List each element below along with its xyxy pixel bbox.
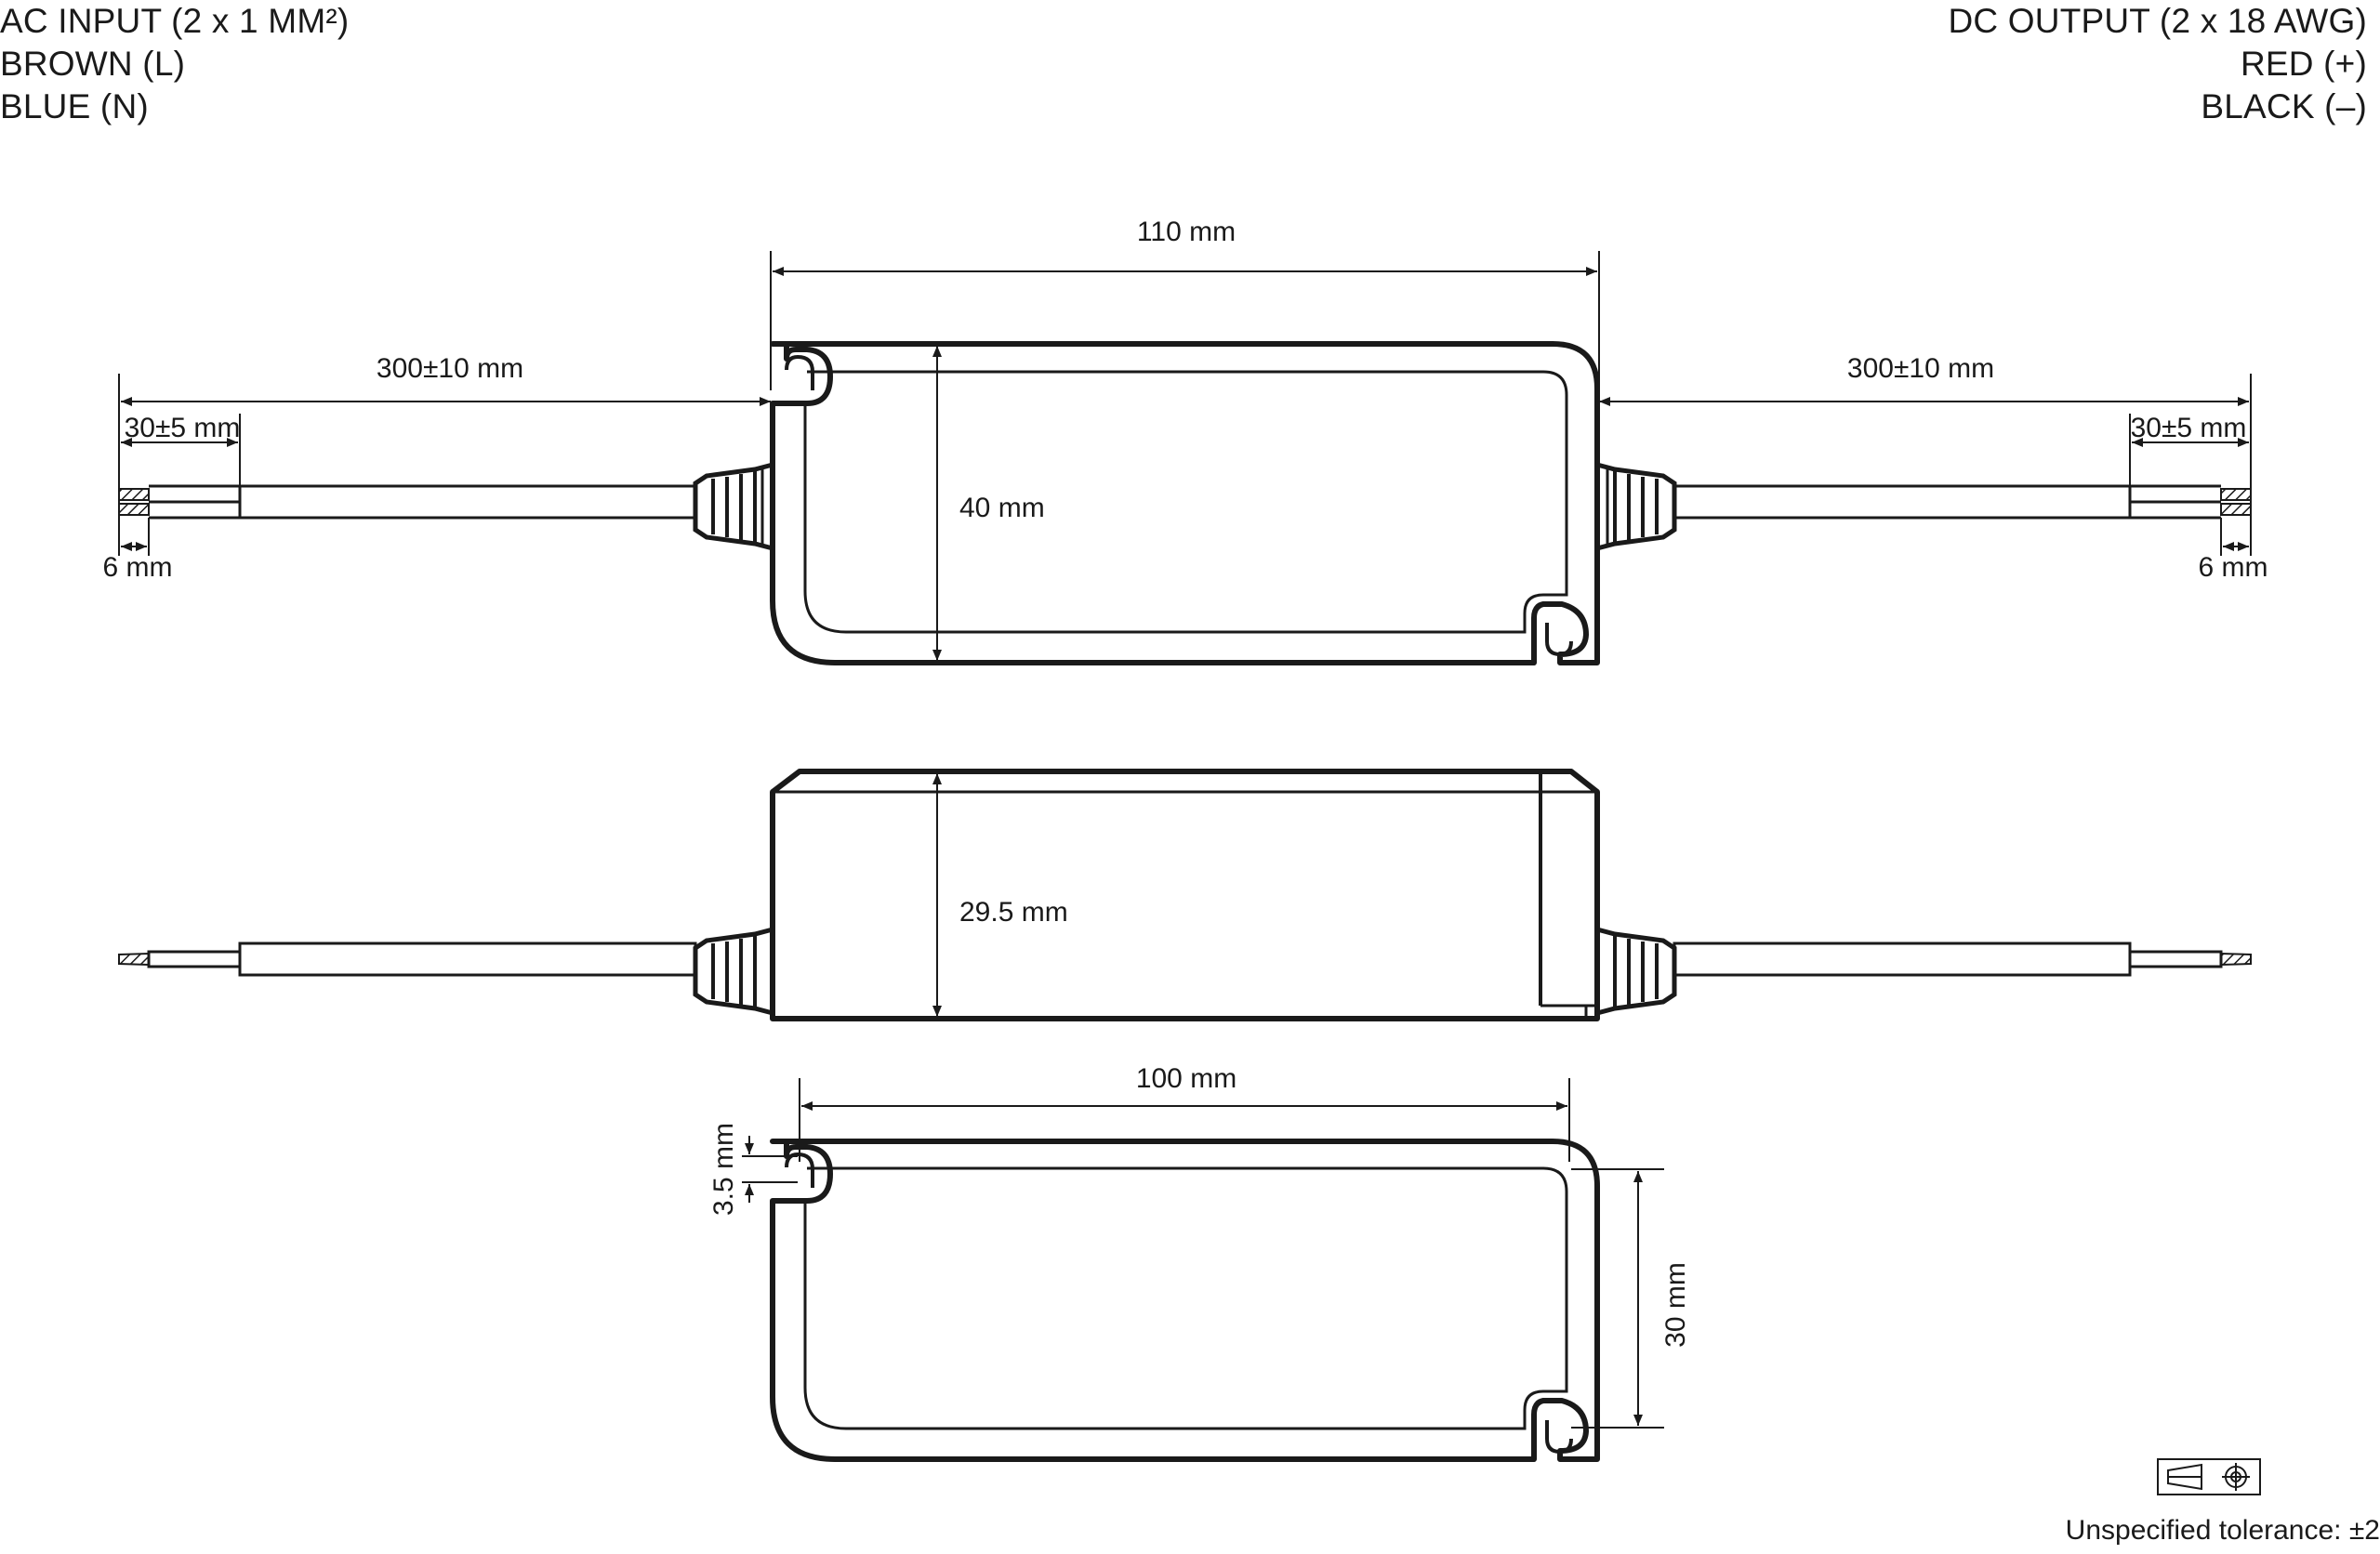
- bottom-mount-slot-left: [785, 1152, 814, 1188]
- dc-output-black: BLACK (–): [2201, 87, 2367, 125]
- label-cable-left: 300±10 mm: [377, 353, 523, 384]
- top-view-outline: [773, 344, 1599, 663]
- label-tip-left: 6 mm: [103, 552, 173, 583]
- bottom-view-dimensions: [742, 1078, 1664, 1429]
- dc-output-title: DC OUTPUT (2 x 18 AWG): [1948, 2, 2367, 40]
- label-strip-right: 30±5 mm: [2131, 413, 2247, 443]
- dc-output-red: RED (+): [2240, 45, 2367, 83]
- top-strain-relief-right: [1596, 462, 1677, 551]
- label-mount-height: 30 mm: [1660, 1262, 1691, 1348]
- label-cable-right: 300±10 mm: [1847, 353, 1994, 384]
- third-angle-projection-icon: [2157, 1458, 2261, 1495]
- label-height-side: 29.5 mm: [959, 897, 1068, 928]
- top-case-inner: [803, 370, 1568, 634]
- ac-input-blue: BLUE (N): [0, 87, 149, 125]
- ac-input-brown: BROWN (L): [0, 45, 186, 83]
- bottom-mount-slot-right: [1545, 1420, 1573, 1455]
- bottom-case-inner: [803, 1166, 1568, 1430]
- side-cable-right: [1673, 942, 2252, 977]
- top-view: [118, 341, 2252, 665]
- dimension-labels: 110 mm 300±10 mm 300±10 mm 30±5 mm 30±5 …: [103, 217, 2268, 1348]
- top-mount-slot-left: [785, 354, 814, 390]
- ac-input-title: AC INPUT (2 x 1 MM²): [0, 2, 350, 40]
- dc-output-legend: DC OUTPUT (2 x 18 AWG) RED (+) BLACK (–): [1948, 0, 2367, 128]
- label-slot-width: 3.5 mm: [708, 1123, 739, 1216]
- side-case-outline: [770, 769, 1600, 1021]
- label-mount-spacing: 100 mm: [1136, 1063, 1236, 1094]
- label-strip-left: 30±5 mm: [125, 413, 241, 443]
- bottom-view: [770, 1139, 1600, 1462]
- top-strain-relief-left: [693, 462, 774, 551]
- label-width-top: 40 mm: [959, 493, 1045, 523]
- top-case-outer: [770, 341, 1600, 665]
- bottom-case-outer: [770, 1139, 1600, 1462]
- top-cable-right: [1673, 484, 2252, 520]
- tolerance-note: Unspecified tolerance: ±2: [2065, 1515, 2380, 1546]
- top-cable-left: [118, 484, 697, 520]
- side-view: [118, 769, 2252, 1021]
- side-cable-left: [118, 942, 697, 977]
- side-strain-relief-right: [1596, 927, 1677, 1016]
- label-length-top: 110 mm: [1137, 217, 1236, 247]
- ac-input-legend: AC INPUT (2 x 1 MM²) BROWN (L) BLUE (N): [0, 0, 349, 128]
- side-strain-relief-left: [693, 927, 774, 1016]
- top-mount-slot-right: [1545, 623, 1573, 657]
- label-tip-right: 6 mm: [2199, 552, 2268, 583]
- top-view-dimensions: [118, 251, 2252, 661]
